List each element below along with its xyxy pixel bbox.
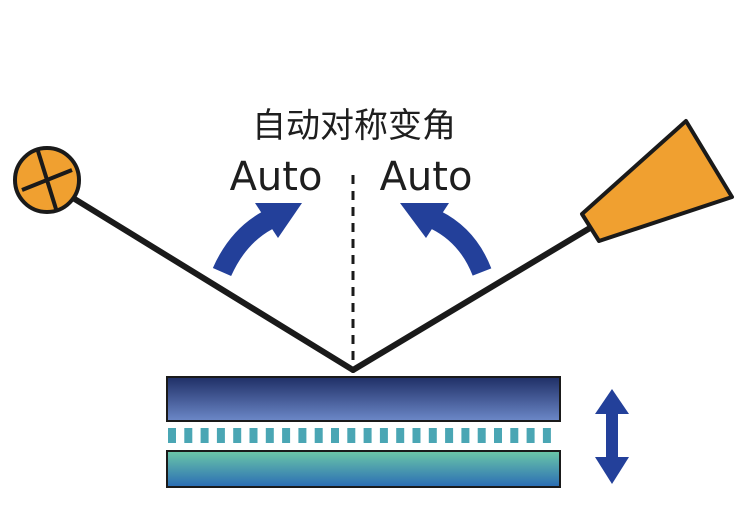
interlayer-dot <box>510 428 519 443</box>
interlayer-dot <box>265 428 274 443</box>
interlayer-dot <box>379 428 388 443</box>
double-vertical-arrow-icon <box>595 389 629 484</box>
interlayer-dot <box>494 428 502 443</box>
bottom-layer <box>166 450 561 488</box>
interlayer-dot <box>282 428 291 443</box>
interlayer-dot <box>396 428 405 443</box>
interlayer-dot <box>184 428 193 443</box>
interlayer-dot <box>526 428 535 443</box>
interlayer-dot <box>347 428 356 443</box>
interlayer-dot <box>445 428 454 443</box>
right-auto-label: Auto <box>380 154 473 200</box>
interlayer-dot <box>216 428 225 443</box>
interlayer-dot <box>331 428 339 443</box>
interlayer-dot <box>200 428 209 443</box>
crosshair-circle-icon <box>13 146 81 214</box>
right-curved-arrow-icon <box>400 203 492 276</box>
interlayer-dot <box>363 428 372 443</box>
interlayer-dot <box>233 428 242 443</box>
interlayer-dot <box>477 428 486 443</box>
top-layer <box>166 376 561 422</box>
interlayer-dot <box>428 428 437 443</box>
left-auto-label: Auto <box>230 154 323 200</box>
diagram-title: 自动对称变角 <box>252 106 456 146</box>
interlayer-dot <box>461 428 470 443</box>
interlayer-dot <box>542 428 551 443</box>
interlayer-dot <box>298 428 307 443</box>
interlayer-dot <box>249 428 258 443</box>
interlayer-dot <box>168 428 176 443</box>
left-curved-arrow-icon <box>212 203 302 277</box>
detector-cone-icon <box>580 119 734 243</box>
interlayer-dot <box>314 428 323 443</box>
interlayer-dot <box>412 428 421 443</box>
incident-beam <box>57 187 356 373</box>
dotted-interlayer <box>168 428 551 443</box>
reflected-beam <box>350 219 603 373</box>
